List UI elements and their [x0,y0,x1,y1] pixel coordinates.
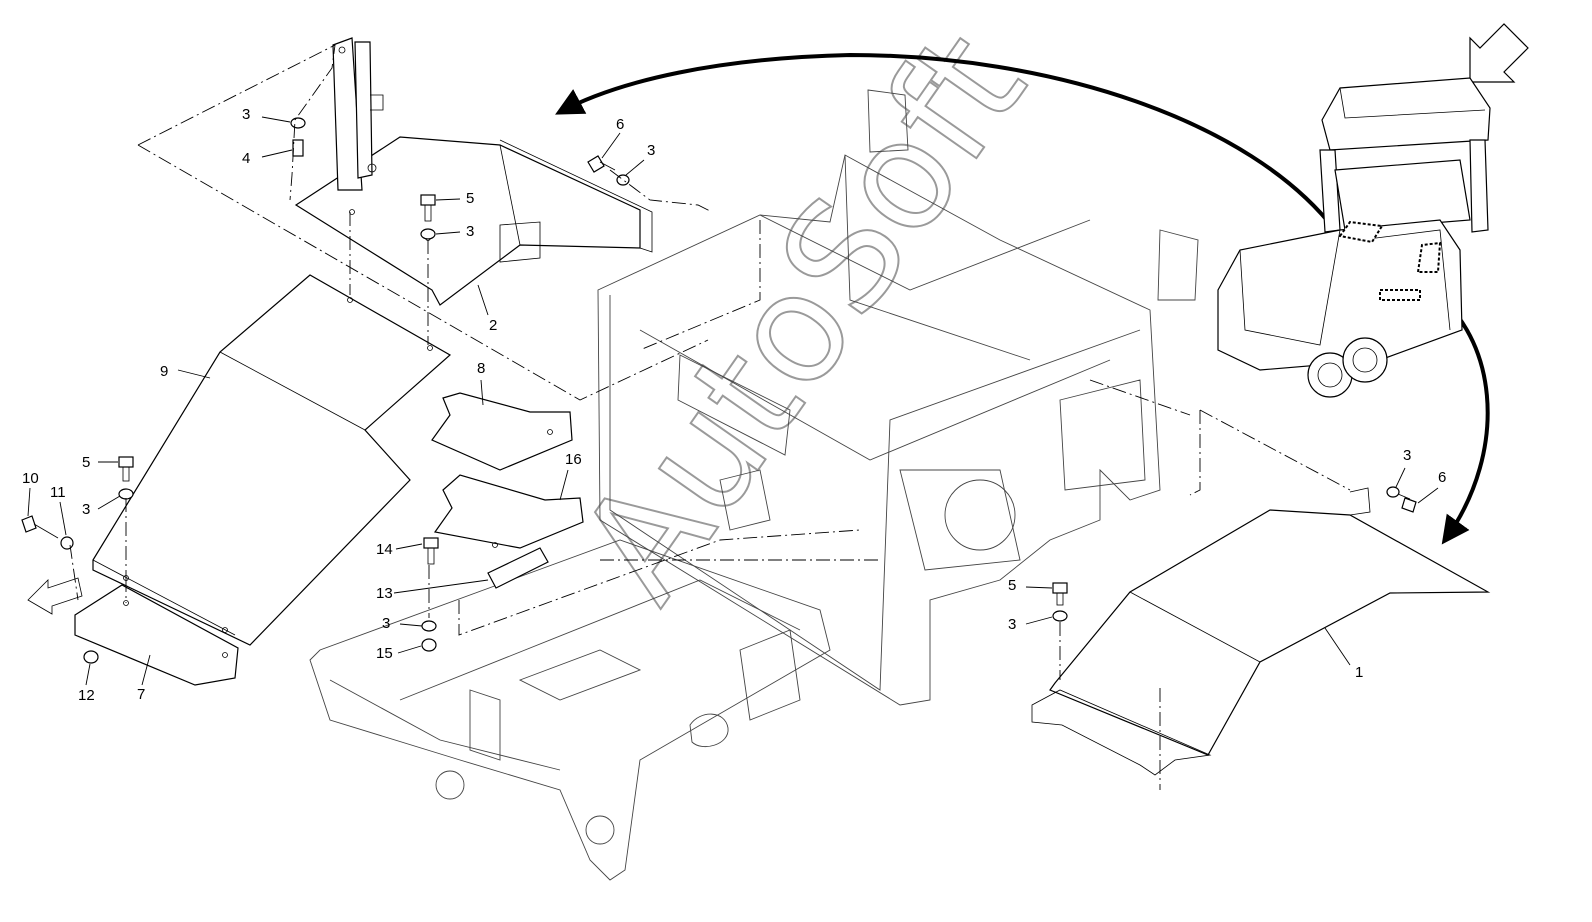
part-1-right-cover [1031,487,1491,776]
part-callout-label: 3 [466,223,474,240]
part-callout-label: 7 [137,686,145,703]
part-callout-label: 5 [466,190,474,207]
part-callout-label: 3 [647,142,655,159]
leader-line [393,579,489,594]
part-callout-label: 3 [82,501,90,518]
part-callout-label: 11 [50,484,66,501]
part-callout-label: 3 [1403,447,1411,464]
part-callout-label: 6 [1438,469,1446,486]
washer-icon [1052,610,1068,622]
leader-line [435,231,461,235]
leader-line [59,501,67,536]
leader-line [397,645,422,654]
part-callout-label: 12 [78,687,95,704]
bolt-icon [292,139,304,157]
leader-line [1025,586,1053,589]
mounting-bracket [332,37,384,191]
part-callout-label: 4 [242,150,250,167]
washer-icon [60,536,74,550]
top-curved-arrow [555,52,1337,232]
leader-line [27,487,31,517]
leader-line [177,369,211,379]
nut-icon [83,650,99,664]
part-16-plate [433,474,584,549]
leader-line [141,654,151,686]
part-callout-label: 15 [376,645,393,662]
part-8-plate [431,392,573,471]
front-assembly [309,539,831,881]
part-callout-label: 3 [1008,616,1016,633]
chassis-frame [597,89,1199,706]
bolt-icon [1401,497,1417,513]
part-callout-label: 2 [489,317,497,334]
machine-overview [1217,77,1491,398]
part-2-upper-cover [294,136,653,306]
leader-line [480,379,484,406]
part-callout-label: 3 [242,106,250,123]
part-callout-label: 3 [382,615,390,632]
washer-icon [290,117,306,129]
bolt-icon [118,456,134,468]
leader-line [399,623,423,627]
leader-line [1324,627,1351,666]
leader-line [601,132,621,159]
part-callout-label: 6 [616,116,624,133]
leader-line [261,149,293,158]
assembly-lines [69,44,1351,790]
part-callout-label: 9 [160,363,168,380]
part-13-bracket [487,547,549,589]
leader-line [395,543,423,550]
leader-line [1395,467,1406,488]
bolt-icon [1052,582,1068,594]
bolt-icon [423,537,439,549]
part-callout-label: 10 [22,470,39,487]
part-callout-label: 8 [477,360,485,377]
washer-icon [420,228,436,240]
part-callout-label: 16 [565,451,582,468]
leader-line [559,469,569,501]
washer-icon [1386,486,1400,498]
left-direction-arrow-icon [27,577,83,615]
part-callout-label: 13 [376,585,393,602]
part-callout-label: 14 [376,541,393,558]
nut-icon [421,638,437,652]
leader-line [625,159,645,176]
leader-line [435,198,461,201]
watermark: AutoSoft [547,3,1059,631]
part-7-plate [74,584,239,686]
leader-line [97,495,121,510]
part-9-hood [92,274,452,646]
washer-icon [118,488,134,500]
fasteners [21,117,1417,664]
leader-line [261,116,291,123]
leader-line [85,663,91,686]
leader-line [1025,616,1053,625]
bolt-icon [587,155,605,173]
part-callout-label: 1 [1355,664,1363,681]
part-callout-label: 5 [1008,577,1016,594]
bolt-icon [420,194,436,206]
view-direction-arrow-icon [1469,23,1529,83]
part-callout-label: 5 [82,454,90,471]
washer-icon [421,620,437,632]
leader-line [477,284,489,316]
bolt-icon [21,515,37,533]
leader-line [1417,487,1439,504]
